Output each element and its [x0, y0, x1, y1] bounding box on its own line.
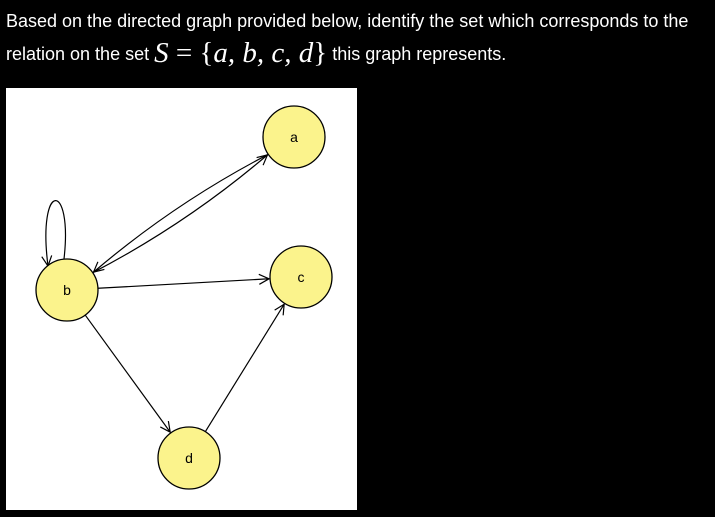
node-d: d [157, 426, 221, 490]
node-a-label: a [290, 129, 298, 145]
math-open-brace: { [199, 37, 214, 69]
graph-panel: a b c d [6, 88, 357, 510]
node-a: a [262, 105, 326, 169]
math-elements: a, b, c, d [213, 37, 314, 69]
edge-d-to-c [204, 304, 284, 432]
node-d-label: d [185, 450, 193, 466]
edge-b-to-a [92, 155, 268, 274]
edge-b-to-d [84, 314, 170, 432]
edge-a-to-b [94, 153, 269, 272]
math-set-expression: S = {a, b, c, d} [154, 37, 327, 69]
question-text: Based on the directed graph provided bel… [6, 5, 711, 70]
math-set-name: S [154, 37, 169, 69]
directed-graph: a b c d [35, 105, 333, 490]
node-d-circle [157, 426, 221, 490]
edge-b-to-b [46, 200, 67, 266]
node-b-circle [35, 258, 99, 322]
nodes-layer: a b c d [35, 105, 333, 490]
node-b-label: b [63, 282, 71, 298]
node-b: b [35, 258, 99, 322]
node-c-label: c [298, 269, 305, 285]
math-equals: = [168, 37, 200, 69]
math-close-brace: } [313, 37, 328, 69]
question-part-2: this graph represents. [327, 44, 507, 64]
node-a-circle [262, 105, 326, 169]
edges-layer [46, 153, 284, 432]
node-c: c [269, 245, 333, 309]
edge-b-to-c [97, 279, 269, 289]
question-part-1: Based on the directed graph provided bel… [6, 11, 689, 64]
node-c-circle [269, 245, 333, 309]
